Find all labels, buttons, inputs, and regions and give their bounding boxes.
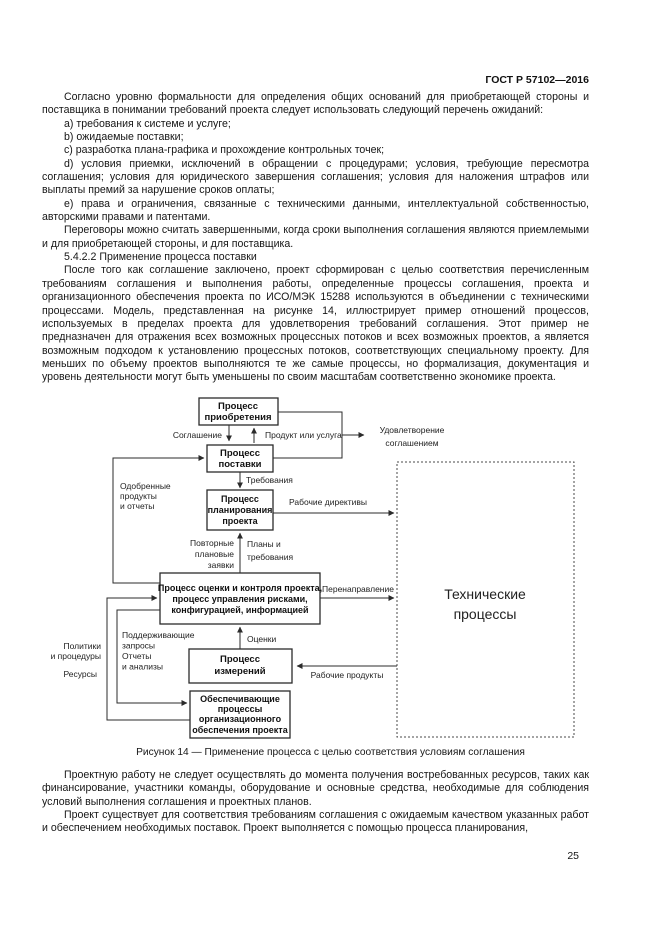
label-product-or-service: Продукт или услуга [265, 430, 342, 440]
enabling-label-line1: Обеспечивающие [200, 694, 280, 704]
label-evaluations: Оценки [247, 634, 277, 644]
label-replanning-line3: заявки [208, 560, 234, 570]
label-satisfaction-line2: соглашением [385, 438, 438, 448]
arrow-policies-resources [106, 595, 190, 721]
measurement-label-line1: Процесс [220, 654, 260, 665]
page-number: 25 [567, 850, 579, 862]
arrow-supporting-requests [116, 609, 188, 706]
list-item-c: c) разработка плана-графика и прохождени… [64, 144, 385, 157]
figure-14-diagram: Технические процессы Процесс приобретени… [51, 397, 575, 739]
figure-14: Технические процессы Процесс приобретени… [0, 395, 661, 745]
list-item-e: e) права и ограничения, связанные с техн… [42, 197, 589, 224]
box-measurement-process [188, 648, 293, 684]
label-approved-line1: Одобренные [120, 481, 171, 491]
box-planning-process [206, 489, 274, 531]
measurement-label-line2: измерений [214, 666, 265, 677]
enabling-label-line4: обеспечения проекта [192, 725, 288, 735]
box-assessment-control-process [159, 572, 321, 625]
supply-label-line2: поставки [218, 459, 261, 470]
enabling-label-line2: процессы [218, 704, 263, 714]
label-satisfaction-line1: Удовлетворение [380, 425, 445, 435]
box-acquisition-process [198, 397, 279, 426]
label-work-directives: Рабочие директивы [289, 497, 367, 507]
label-policies-line2: и процедуры [51, 651, 101, 661]
label-agreement: Соглашение [173, 430, 222, 440]
paragraph-project-exists: Проект существует для соответствия требо… [42, 809, 589, 835]
label-supporting-line2: запросы [122, 641, 155, 651]
paragraph-negotiations: Переговоры можно считать завершенными, к… [42, 224, 589, 250]
enabling-label-line3: организационного [199, 714, 282, 724]
technical-processes-label-line1: Технические [444, 586, 526, 602]
acquisition-label-line1: Процесс [218, 401, 258, 412]
list-item-b: b) ожидаемые поставки; [64, 131, 184, 144]
planning-label-line1: Процесс [221, 494, 259, 504]
assessment-label-line3: конфигурацией, информацией [171, 605, 308, 615]
box-supply-process [206, 444, 274, 473]
label-work-products: Рабочие продукты [311, 670, 384, 680]
list-item-a: a) требования к системе и услуге; [64, 117, 231, 130]
paragraph-formality: Согласно уровню формальности для определ… [42, 91, 589, 117]
label-plans-line2: требования [247, 552, 293, 562]
technical-processes-label-line2: процессы [454, 606, 517, 622]
paragraph-project-work: Проектную работу не следует осуществлять… [42, 769, 589, 808]
label-resources: Ресурсы [63, 669, 97, 679]
planning-label-line2: планирования [208, 505, 273, 515]
label-requirements: Требования [246, 475, 293, 485]
acquisition-label-line2: приобретения [204, 412, 271, 423]
label-supporting-line1: Поддерживающие [122, 630, 195, 640]
box-technical-processes [396, 461, 575, 738]
body-text-bottom: Проектную работу не следует осуществлять… [42, 769, 589, 836]
assessment-label-line1: Процесс оценки и контроля проекта, [158, 583, 322, 593]
label-replanning-line1: Повторные [190, 538, 234, 548]
label-approved-line3: и отчеты [120, 501, 154, 511]
list-item-d: d) условия приемки, исключений в обращен… [42, 157, 589, 197]
label-supporting-line4: и анализы [122, 662, 163, 672]
planning-label-line3: проекта [222, 516, 258, 526]
arrow-approved-products [112, 455, 205, 584]
label-redirection: Перенаправление [322, 584, 394, 594]
supply-label-line1: Процесс [220, 448, 260, 459]
box-enabling-processes [189, 690, 291, 739]
heading-5-4-2-2: 5.4.2.2 Применение процесса поставки [64, 251, 257, 264]
label-approved-line2: продукты [120, 491, 157, 501]
doc-number: ГОСТ Р 57102—2016 [485, 74, 589, 86]
label-replanning-line2: плановые [195, 549, 234, 559]
label-plans-line1: Планы и [247, 539, 281, 549]
paragraph-supply-process: После того как соглашение заключено, про… [42, 264, 589, 384]
figure-caption: Рисунок 14 — Применение процесса с целью… [136, 747, 525, 758]
label-supporting-line3: Отчеты [122, 651, 151, 661]
body-text-top: Согласно уровню формальности для определ… [42, 91, 589, 385]
assessment-label-line2: процесс управления рисками, [172, 594, 307, 604]
label-policies-line1: Политики [64, 641, 102, 651]
